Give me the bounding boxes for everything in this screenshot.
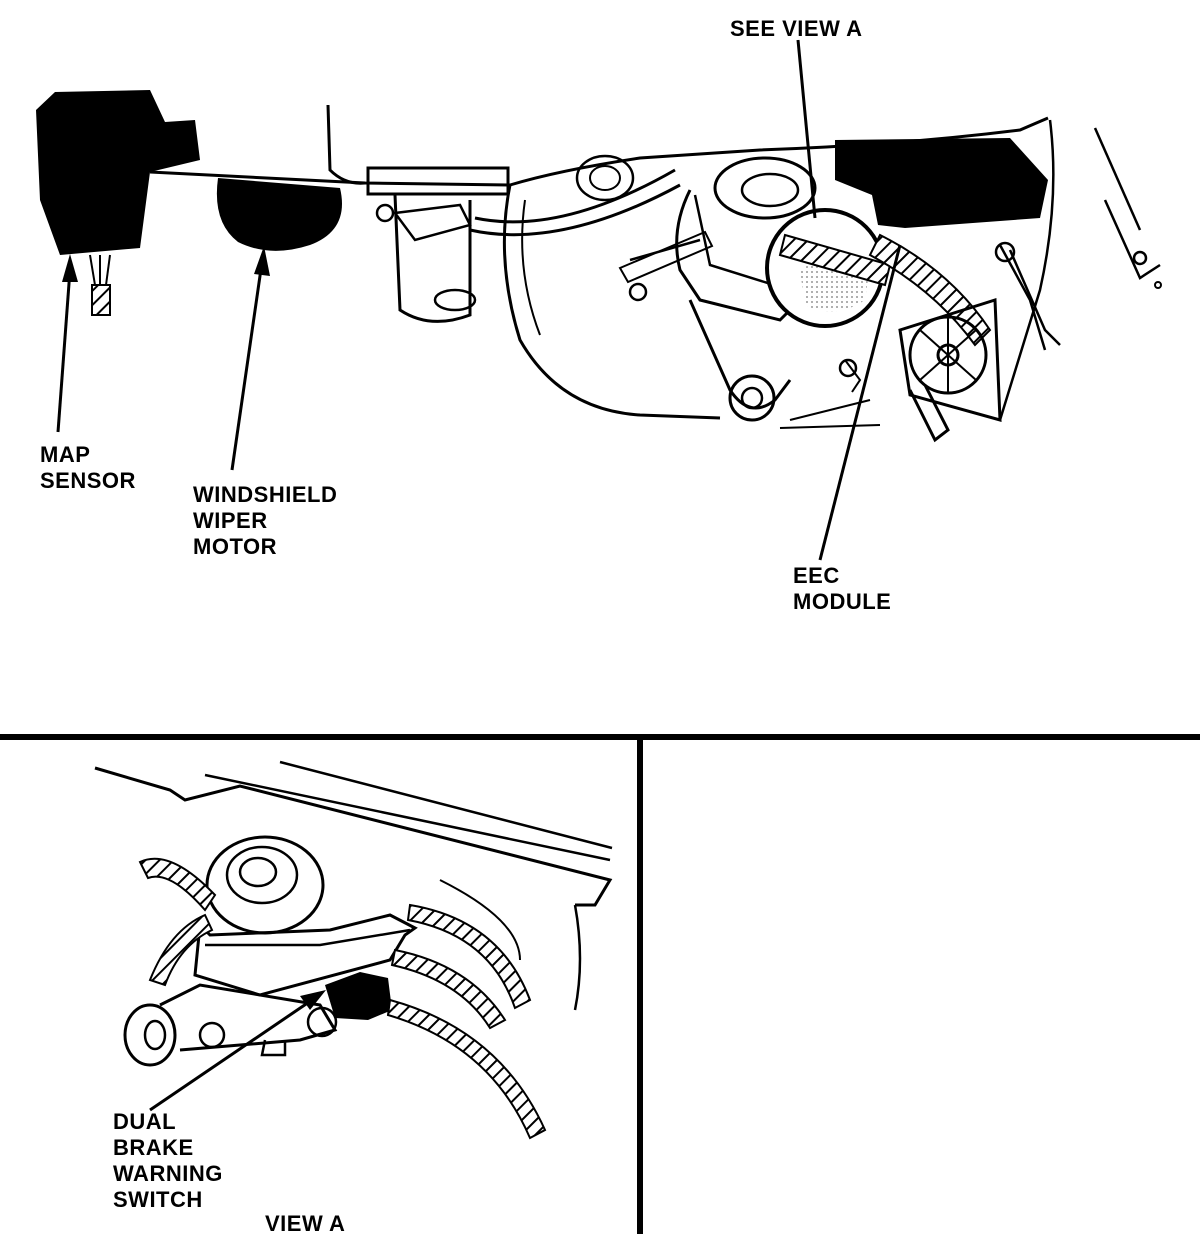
- map-sensor-body: [36, 90, 200, 255]
- eec-module-body: [835, 138, 1048, 228]
- wiper-linkage: [366, 166, 510, 323]
- wiper-motor-body: [216, 178, 342, 251]
- master-cylinder-main: [618, 156, 817, 422]
- leader-lines: [56, 39, 902, 561]
- panel-edge: [326, 104, 366, 185]
- view-a-hoses: [138, 857, 547, 1140]
- view-a-label: VIEW A: [265, 1211, 345, 1234]
- windshield-wiper-motor-label: WINDSHIELD WIPER MOTOR: [193, 482, 344, 559]
- map-sensor-connector: [89, 254, 111, 316]
- view-a-callout-circle: [765, 208, 892, 328]
- see-view-a-label: SEE VIEW A: [730, 16, 863, 41]
- fender-edge: [998, 119, 1055, 421]
- main-view: SEE VIEW A MAP SENSOR WINDSHIELD WIPER M…: [36, 16, 1162, 614]
- eec-module-label: EEC MODULE: [793, 563, 891, 614]
- fender-line: [1093, 127, 1142, 231]
- dual-brake-warning-switch-label: DUAL BRAKE WARNING SWITCH: [113, 1109, 229, 1212]
- wiring-harness: [779, 233, 1061, 443]
- map-sensor-label: MAP SENSOR: [40, 442, 136, 493]
- view-a-inset: DUAL BRAKE WARNING SWITCH VIEW A: [94, 760, 613, 1234]
- cowl-outline: [149, 116, 1049, 187]
- master-cylinder-view-a: [123, 835, 418, 1067]
- dual-brake-warning-switch-body: [325, 972, 392, 1020]
